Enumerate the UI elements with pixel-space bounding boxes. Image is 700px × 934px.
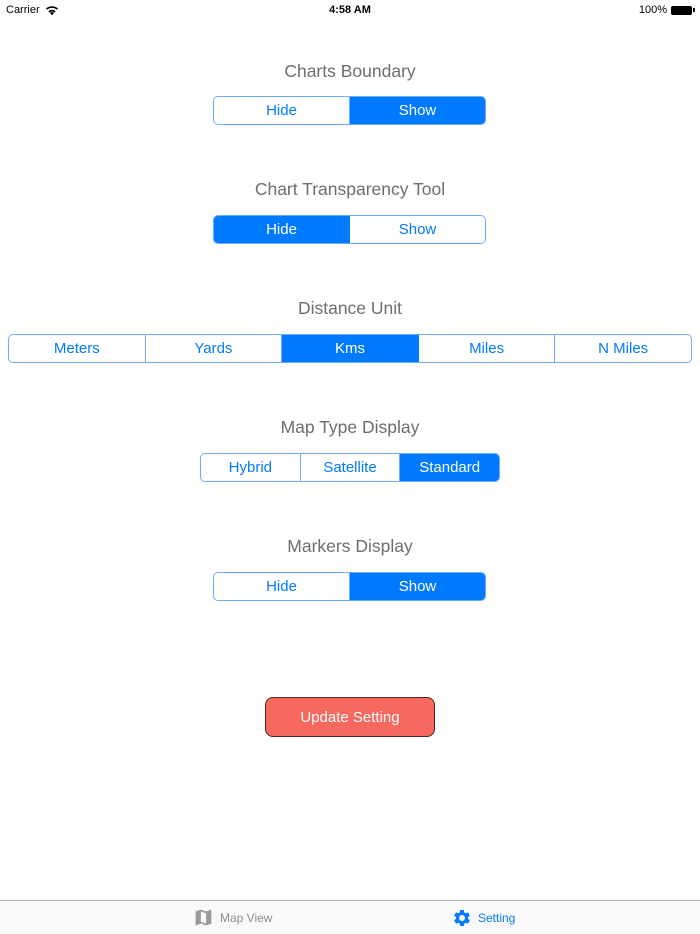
section-title-distance-unit: Distance Unit — [297, 298, 403, 318]
carrier-label: Carrier — [6, 4, 40, 16]
map-type-standard-segment[interactable]: Standard — [400, 454, 499, 481]
markers-display-show-segment[interactable]: Show — [350, 573, 485, 600]
status-time: 4:58 AM — [329, 4, 371, 16]
distance-unit-control: Meters Yards Kms Miles N Miles — [8, 334, 692, 363]
distance-unit-kms-segment[interactable]: Kms — [282, 335, 419, 362]
distance-unit-miles-segment[interactable]: Miles — [419, 335, 556, 362]
status-right: 100% — [639, 0, 695, 20]
markers-display-hide-segment[interactable]: Hide — [214, 573, 350, 600]
section-title-map-type-display: Map Type Display — [280, 417, 420, 437]
gear-icon — [454, 909, 470, 926]
battery-icon — [671, 5, 695, 15]
tab-map-view-label: Map View — [220, 910, 273, 925]
tab-setting-label: Setting — [478, 910, 516, 925]
distance-unit-nmiles-segment[interactable]: N Miles — [598, 340, 649, 357]
map-type-control: Hybrid Satellite Standard — [200, 453, 500, 482]
wifi-icon — [45, 5, 58, 15]
distance-unit-yards-segment[interactable]: Yards — [146, 335, 283, 362]
battery-percent-label: 100% — [638, 4, 667, 16]
charts-boundary-hide-segment[interactable]: Hide — [214, 97, 350, 124]
chart-transparency-hide-segment[interactable]: Hide — [214, 216, 350, 243]
distance-unit-meters-segment[interactable]: Meters — [9, 335, 146, 362]
map-type-hybrid-segment[interactable]: Hybrid — [201, 454, 301, 481]
status-left: Carrier — [6, 0, 59, 20]
markers-display-control: Hide Show — [213, 572, 486, 601]
tab-bar: Map View Setting — [0, 900, 700, 934]
map-icon — [195, 909, 212, 926]
status-bar: Carrier 4:58 AM 100% — [0, 0, 700, 20]
tab-setting[interactable]: Setting — [452, 901, 515, 934]
charts-boundary-control: Hide Show — [213, 96, 486, 125]
chart-transparency-control: Hide Show — [213, 215, 486, 244]
tab-map-view[interactable]: Map View — [193, 901, 272, 934]
section-title-charts-boundary: Charts Boundary — [284, 61, 416, 81]
update-setting-button[interactable]: Update Setting — [265, 697, 435, 737]
section-title-chart-transparency-tool: Chart Transparency Tool — [254, 179, 446, 199]
charts-boundary-show-segment[interactable]: Show — [350, 97, 485, 124]
map-type-satellite-segment[interactable]: Satellite — [301, 454, 401, 481]
section-title-markers-display: Markers Display — [287, 536, 413, 556]
chart-transparency-show-segment[interactable]: Show — [398, 221, 437, 238]
